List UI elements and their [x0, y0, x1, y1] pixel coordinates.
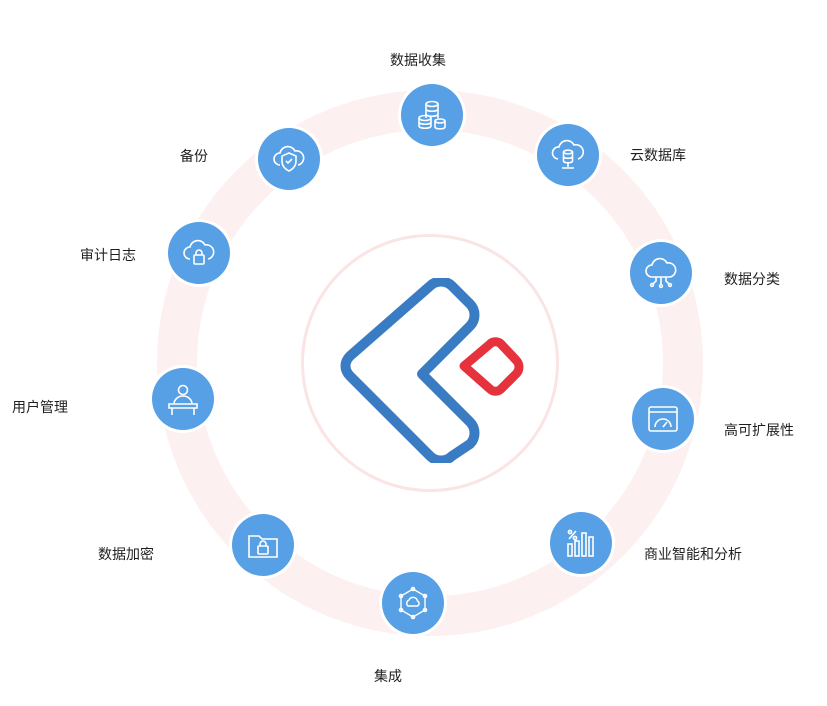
node-audit-log[interactable]: [168, 222, 230, 284]
cloud-database-icon: [551, 139, 585, 169]
node-user-management[interactable]: [152, 368, 214, 430]
cloud-shield-icon: [273, 145, 305, 172]
label-high-scalability: 高可扩展性: [724, 423, 794, 439]
label-data-collection: 数据收集: [390, 53, 446, 69]
node-high-scalability[interactable]: [632, 388, 694, 450]
node-data-encryption[interactable]: [232, 514, 294, 576]
label-data-classification: 数据分类: [724, 272, 780, 288]
cloud-network-icon: [645, 257, 677, 289]
node-backup[interactable]: [258, 128, 320, 190]
node-data-collection[interactable]: [401, 84, 463, 146]
inner-ring: [301, 234, 559, 492]
cloud-lock-icon: [183, 239, 215, 265]
percent-chart-icon: [567, 529, 594, 557]
label-audit-log: 审计日志: [80, 248, 136, 264]
label-business-intelligence: 商业智能和分析: [644, 547, 742, 563]
node-cloud-database[interactable]: [537, 124, 599, 186]
integration-network-icon: [398, 586, 428, 620]
label-user-management: 用户管理: [12, 400, 68, 416]
user-desk-icon: [168, 384, 198, 415]
node-business-intelligence[interactable]: [550, 512, 612, 574]
node-integration[interactable]: [382, 572, 444, 634]
node-data-classification[interactable]: [630, 242, 692, 304]
label-integration: 集成: [374, 669, 402, 685]
label-data-encryption: 数据加密: [98, 547, 154, 563]
folder-lock-icon: [248, 535, 278, 558]
database-stack-icon: [418, 100, 446, 130]
browser-gauge-icon: [648, 406, 678, 432]
label-backup: 备份: [180, 149, 208, 165]
label-cloud-database: 云数据库: [630, 148, 686, 164]
center-logo: [340, 278, 524, 463]
